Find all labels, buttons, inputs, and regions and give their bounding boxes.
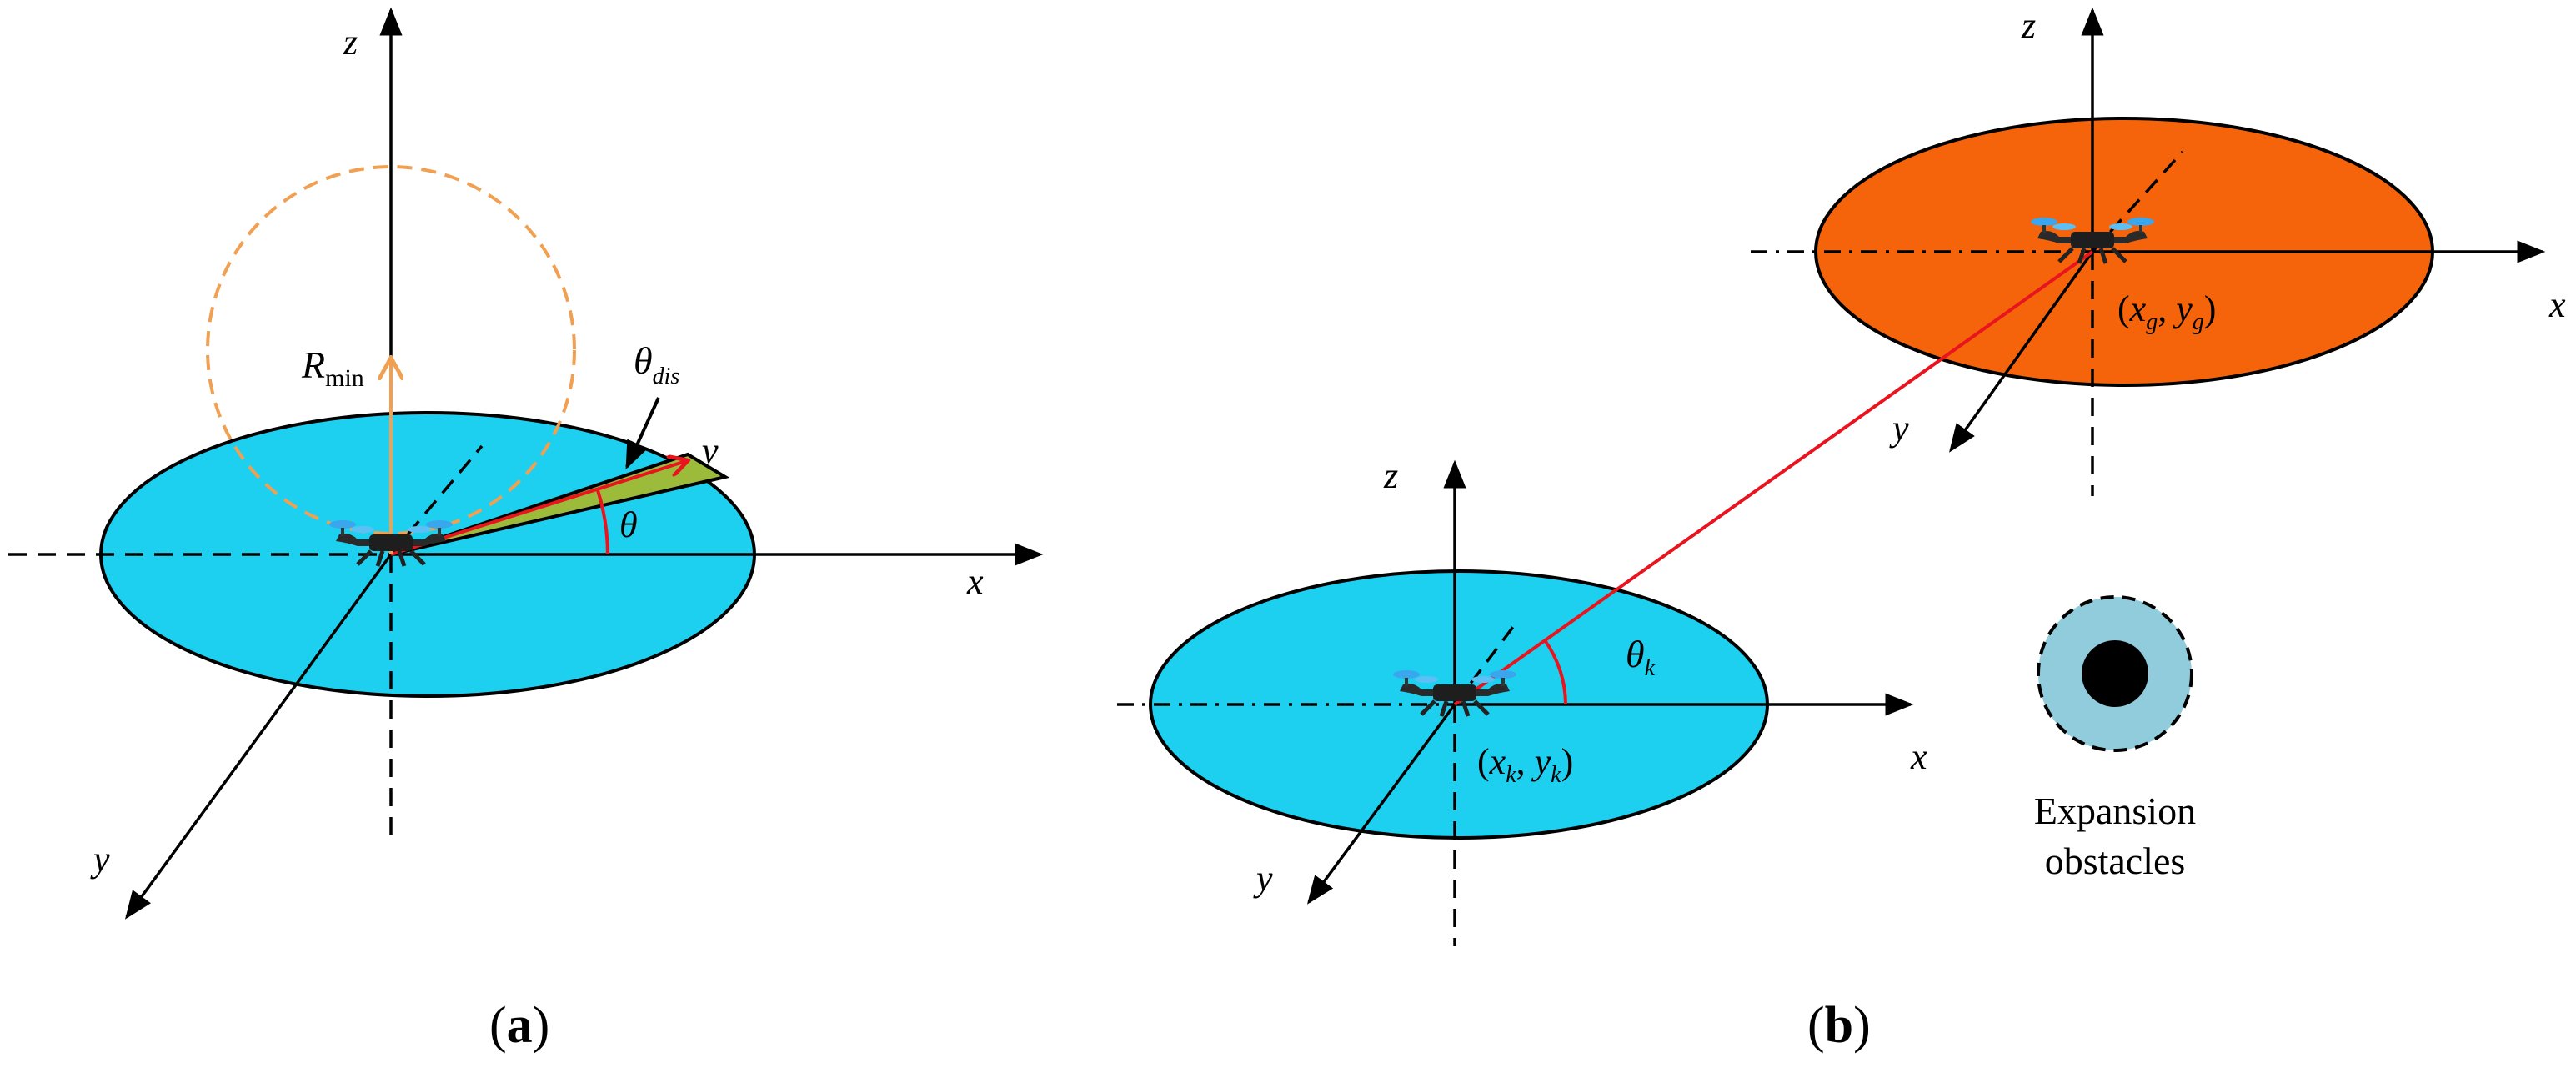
panel-b-start-y-axis	[1306, 703, 1456, 905]
panel-b: z x y (xk, yk) θk z x y (xg, yg) Expansi…	[1117, 5, 2566, 1054]
panel-b-goal-z-label: z	[2021, 5, 2036, 46]
panel-b-goal-x-label: x	[2548, 284, 2566, 325]
panel-b-goal-y-dashed	[2091, 150, 2184, 253]
panel-b-goal-y-label: y	[1889, 408, 1909, 449]
legend-line-1: Expansion	[2034, 790, 2196, 832]
panel-a-x-label: x	[966, 561, 984, 602]
panel-b-start-x-label: x	[1910, 736, 1927, 777]
panel-b-goal-y-axis	[1949, 250, 2094, 453]
panel-a-theta-dis-label: θdis	[634, 339, 679, 389]
panel-b-start-y-dashed	[1453, 622, 1517, 706]
panel-b-goal-coord-label: (xg, yg)	[2117, 288, 2216, 335]
panel-b-label: (b)	[1807, 997, 1871, 1054]
panel-a-rmin-circle	[206, 165, 576, 535]
panel-a-theta-dis-pointer	[625, 397, 660, 470]
panel-b-start-coord-label: (xk, yk)	[1477, 741, 1573, 788]
panel-b-theta-k-arc	[1543, 639, 1567, 705]
panel-a-velocity-label: v	[702, 430, 719, 471]
panel-a: z x y v θ Rmin θdis (a)	[8, 7, 1044, 1054]
panel-a-y-dashed	[389, 444, 484, 556]
panel-a-y-axis	[124, 553, 393, 920]
panel-a-label: (a)	[489, 997, 549, 1054]
legend-line-2: obstacles	[2045, 840, 2186, 882]
panel-b-start-z-label: z	[1383, 455, 1398, 496]
panel-b-theta-k-label: θk	[1626, 633, 1656, 681]
panel-b-path-line	[1453, 250, 2094, 706]
panel-a-theta-arc	[596, 489, 609, 555]
obstacle-core	[2082, 640, 2148, 707]
panel-b-start-y-label: y	[1253, 858, 1273, 899]
panel-a-rmin-label: Rmin	[301, 343, 364, 392]
panel-a-z-label: z	[343, 22, 358, 63]
panel-a-theta-label: θ	[619, 504, 638, 545]
panel-a-y-label: y	[90, 839, 110, 880]
